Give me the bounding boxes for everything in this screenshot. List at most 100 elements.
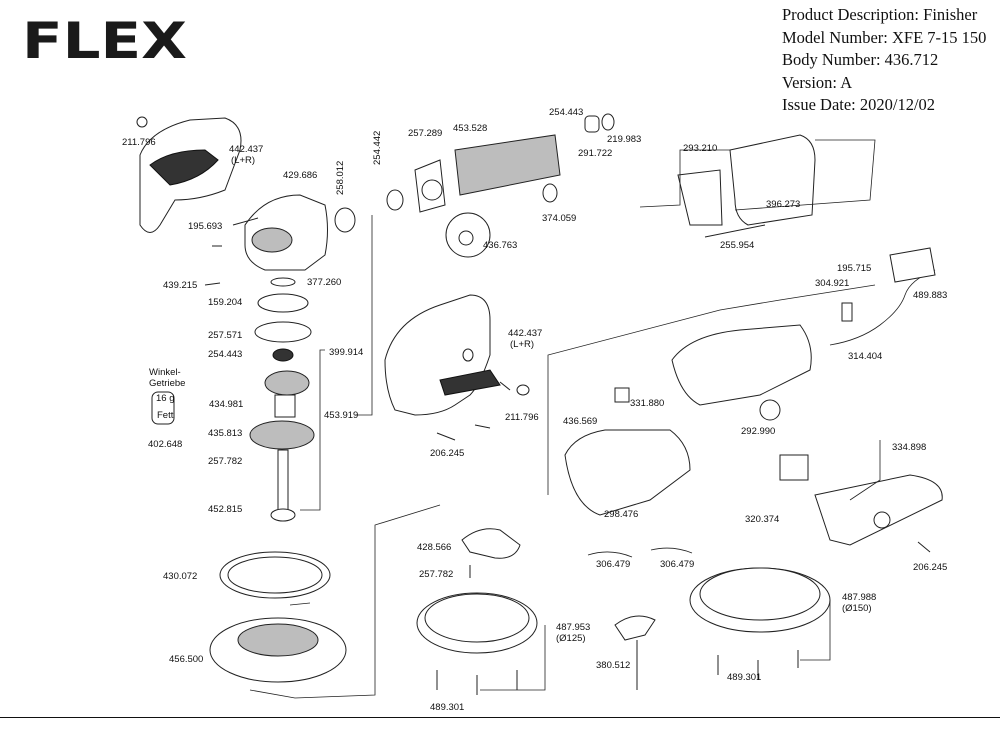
part-label: 206.245 bbox=[913, 562, 947, 573]
part-label: 254.443 bbox=[208, 349, 242, 360]
sleeve-shape bbox=[274, 394, 296, 418]
product-description: Product Description: Finisher bbox=[782, 5, 978, 24]
grease-type: Fett bbox=[157, 410, 174, 421]
part-label: 255.954 bbox=[720, 240, 754, 251]
fan-hole bbox=[458, 230, 474, 246]
bevel-gear-shape bbox=[264, 370, 310, 396]
version: Version: A bbox=[782, 72, 853, 92]
gear-housing-boss bbox=[251, 227, 293, 253]
power-cord-shape bbox=[829, 269, 936, 346]
part-label: 159.204 bbox=[208, 297, 242, 308]
cable-strip-shape bbox=[650, 547, 693, 554]
part-label: 293.210 bbox=[683, 143, 717, 154]
part-label: (L+R) bbox=[510, 339, 534, 350]
part-label: 306.479 bbox=[660, 559, 694, 570]
part-label: 211.796 bbox=[122, 137, 156, 148]
part-label: (L+R) bbox=[231, 155, 255, 166]
grease-note-line2: Getriebe bbox=[149, 378, 185, 389]
part-label: 436.763 bbox=[483, 240, 517, 251]
part-label: 374.059 bbox=[542, 213, 576, 224]
screw-shape bbox=[917, 541, 931, 553]
leader-lines bbox=[249, 139, 881, 699]
spindle-shape bbox=[277, 449, 289, 511]
handle-half-shape bbox=[671, 324, 812, 406]
part-label: 206.245 bbox=[430, 448, 464, 459]
bearing-shape bbox=[542, 183, 558, 203]
part-label: 219.983 bbox=[607, 134, 641, 145]
bearing-shape bbox=[272, 348, 294, 362]
part-label: 489.883 bbox=[913, 290, 947, 301]
part-label: 434.981 bbox=[209, 399, 243, 410]
part-label: 377.260 bbox=[307, 277, 341, 288]
grease-amount: 16 g bbox=[156, 393, 175, 404]
part-label: 257.571 bbox=[208, 330, 242, 341]
part-label: 489.301 bbox=[430, 702, 464, 713]
part-label: 211.796 bbox=[505, 412, 539, 423]
handle-cover-hole bbox=[873, 511, 891, 529]
screw-head-shape bbox=[516, 384, 530, 396]
model-number: Model Number: XFE 7-15 150 bbox=[782, 27, 987, 47]
cap-shape bbox=[601, 113, 615, 131]
part-label: 257.782 bbox=[419, 569, 453, 580]
pin-spanner-shape bbox=[614, 615, 656, 641]
bottom-rule bbox=[0, 717, 1000, 718]
cord-clamp-shape bbox=[841, 302, 853, 322]
part-label: 320.374 bbox=[745, 514, 779, 525]
part-label: 487.953 bbox=[556, 622, 590, 633]
part-label: 292.990 bbox=[741, 426, 775, 437]
spindle-end-shape bbox=[270, 508, 296, 522]
handle-cover-shape bbox=[814, 474, 943, 546]
part-label: 428.566 bbox=[417, 542, 451, 553]
product-info-block: Product Description: Finisher Model Numb… bbox=[782, 4, 986, 117]
part-label: 442.437 bbox=[229, 144, 263, 155]
part-label: 436.569 bbox=[563, 416, 597, 427]
part-label: 195.693 bbox=[188, 221, 222, 232]
part-label: 306.479 bbox=[596, 559, 630, 570]
bearing-shape bbox=[386, 189, 404, 211]
switch-shape bbox=[614, 387, 630, 403]
part-label: 380.512 bbox=[596, 660, 630, 671]
counterweight-shape bbox=[461, 528, 521, 559]
main-housing-vents bbox=[439, 369, 501, 396]
bearing-plate-hole bbox=[421, 179, 443, 201]
brand-logo: FLEX bbox=[22, 12, 192, 70]
part-label: 304.921 bbox=[815, 278, 849, 289]
grease-part-number: 402.648 bbox=[148, 439, 182, 450]
part-label: 258.012 bbox=[335, 161, 346, 195]
screw-head-shape bbox=[136, 116, 148, 128]
stator-shape bbox=[729, 134, 816, 226]
part-label: 254.442 bbox=[372, 131, 383, 165]
switch-module-shape bbox=[779, 454, 809, 481]
screw-shape bbox=[499, 381, 511, 391]
bearing-flange-shape bbox=[249, 420, 315, 450]
capacitor-shape bbox=[759, 399, 781, 421]
part-label: 257.782 bbox=[208, 456, 242, 467]
screw-shape bbox=[474, 424, 491, 429]
pad-125-inner bbox=[424, 593, 530, 643]
part-label: 396.273 bbox=[766, 199, 800, 210]
part-label: 195.715 bbox=[837, 263, 871, 274]
guard-inner bbox=[149, 149, 219, 186]
pad-150-inner bbox=[699, 567, 821, 621]
bushing-shape bbox=[584, 115, 600, 133]
grease-tube-shape bbox=[151, 391, 175, 425]
part-label: 331.880 bbox=[630, 398, 664, 409]
part-label: 429.686 bbox=[283, 170, 317, 181]
long-screw-shape bbox=[704, 224, 766, 238]
large-ring-inner bbox=[227, 556, 323, 594]
part-label: 452.815 bbox=[208, 504, 242, 515]
cable-strip-shape bbox=[587, 551, 633, 558]
part-label: 257.289 bbox=[408, 128, 442, 139]
part-label: 487.988 bbox=[842, 592, 876, 603]
part-label: 334.898 bbox=[892, 442, 926, 453]
issue-date: Issue Date: 2020/12/02 bbox=[782, 95, 936, 114]
ring-shape bbox=[257, 293, 309, 313]
part-label: 314.404 bbox=[848, 351, 882, 362]
armature-shape bbox=[454, 134, 561, 196]
o-ring-shape bbox=[334, 207, 356, 233]
grease-note: Winkel- Getriebe 16 g Fett 402.648 bbox=[148, 367, 185, 450]
part-label: 453.528 bbox=[453, 123, 487, 134]
screw-shape bbox=[204, 282, 221, 286]
